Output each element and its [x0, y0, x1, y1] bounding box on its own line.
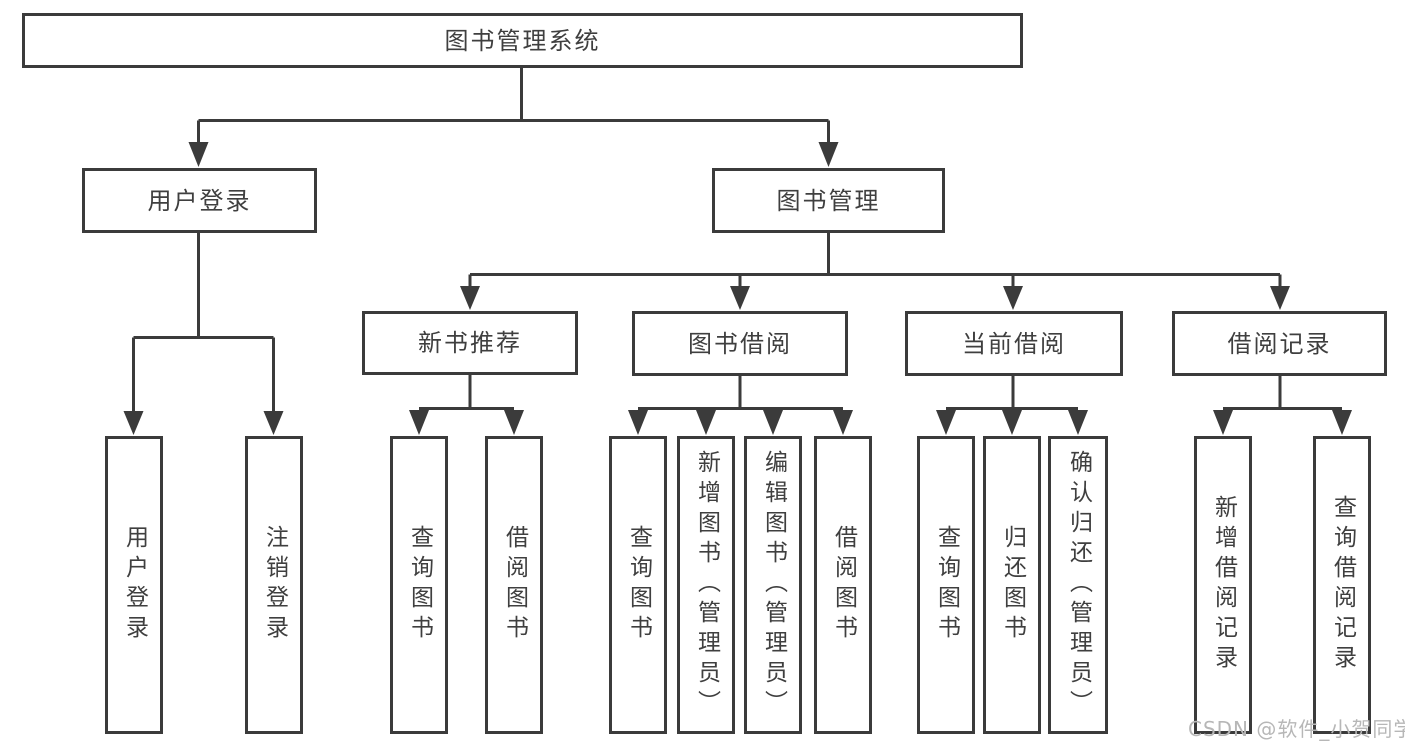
leaf-cb-confirm-return-admin: 确认归还（管理员） — [1048, 436, 1108, 734]
arrowhead-down-icon — [409, 410, 429, 435]
leaf-cb-return-books-label: 归还图书 — [999, 525, 1026, 645]
leaf-bb-edit-books-admin-label: 编辑图书（管理员） — [760, 450, 787, 720]
node-book-borrowing: 图书借阅 — [632, 311, 848, 376]
node-new-book-recommend: 新书推荐 — [362, 311, 578, 375]
leaf-bb-add-books-admin-label: 新增图书（管理员） — [693, 450, 720, 720]
leaf-logout-label: 注销登录 — [261, 525, 288, 645]
leaf-user-login: 用户登录 — [105, 436, 163, 734]
arrowhead-down-icon — [763, 410, 783, 435]
leaf-bb-edit-books-admin: 编辑图书（管理员） — [744, 436, 802, 734]
arrowhead-down-icon — [1002, 410, 1022, 435]
node-user-login-label: 用户登录 — [147, 186, 252, 215]
leaf-cb-query-books-label: 查询图书 — [933, 525, 960, 645]
leaf-br-add-record: 新增借阅记录 — [1194, 436, 1252, 734]
leaf-user-login-label: 用户登录 — [121, 525, 148, 645]
leaf-br-add-record-label: 新增借阅记录 — [1210, 495, 1237, 675]
leaf-nbr-borrow-books-label: 借阅图书 — [501, 525, 528, 645]
node-root-label: 图书管理系统 — [444, 26, 601, 55]
leaf-logout: 注销登录 — [245, 436, 303, 734]
arrowhead-down-icon — [123, 411, 144, 435]
leaf-cb-confirm-return-admin-label: 确认归还（管理员） — [1065, 450, 1092, 720]
leaf-nbr-query-books-label: 查询图书 — [406, 525, 433, 645]
arrowhead-down-icon — [460, 286, 480, 310]
node-book-borrowing-label: 图书借阅 — [688, 329, 792, 358]
node-current-borrowing-label: 当前借阅 — [962, 329, 1066, 358]
leaf-bb-add-books-admin: 新增图书（管理员） — [677, 436, 735, 734]
arrowhead-down-icon — [1068, 410, 1088, 435]
arrowhead-down-icon — [818, 142, 839, 167]
csdn-watermark: CSDN @软件_小贺同学 — [1188, 717, 1405, 741]
node-user-login: 用户登录 — [82, 168, 317, 233]
leaf-bb-borrow-books-label: 借阅图书 — [830, 525, 857, 645]
node-new-book-recommend-label: 新书推荐 — [418, 329, 522, 357]
node-borrowing-records-label: 借阅记录 — [1227, 329, 1332, 358]
leaf-br-query-record: 查询借阅记录 — [1313, 436, 1371, 734]
arrowhead-down-icon — [730, 286, 750, 310]
leaf-bb-query-books: 查询图书 — [609, 436, 667, 734]
arrowhead-down-icon — [1003, 286, 1023, 310]
node-borrowing-records: 借阅记录 — [1172, 311, 1387, 376]
node-book-management-label: 图书管理 — [776, 186, 881, 215]
leaf-cb-return-books: 归还图书 — [983, 436, 1041, 734]
node-current-borrowing: 当前借阅 — [905, 311, 1123, 376]
leaf-nbr-query-books: 查询图书 — [390, 436, 448, 734]
arrowhead-down-icon — [1213, 410, 1233, 435]
arrowhead-down-icon — [263, 411, 284, 435]
arrowhead-down-icon — [1270, 286, 1290, 310]
leaf-bb-query-books-label: 查询图书 — [625, 525, 652, 645]
arrowhead-down-icon — [833, 410, 853, 435]
leaf-br-query-record-label: 查询借阅记录 — [1329, 495, 1356, 675]
leaf-cb-query-books: 查询图书 — [917, 436, 975, 734]
arrowhead-down-icon — [188, 142, 209, 167]
leaf-nbr-borrow-books: 借阅图书 — [485, 436, 543, 734]
arrowhead-down-icon — [504, 410, 524, 435]
node-book-management: 图书管理 — [712, 168, 945, 233]
arrowhead-down-icon — [696, 410, 716, 435]
arrowhead-down-icon — [936, 410, 956, 435]
arrowhead-down-icon — [628, 410, 648, 435]
arrowhead-down-icon — [1332, 410, 1352, 435]
leaf-bb-borrow-books: 借阅图书 — [814, 436, 872, 734]
node-root: 图书管理系统 — [22, 13, 1023, 68]
